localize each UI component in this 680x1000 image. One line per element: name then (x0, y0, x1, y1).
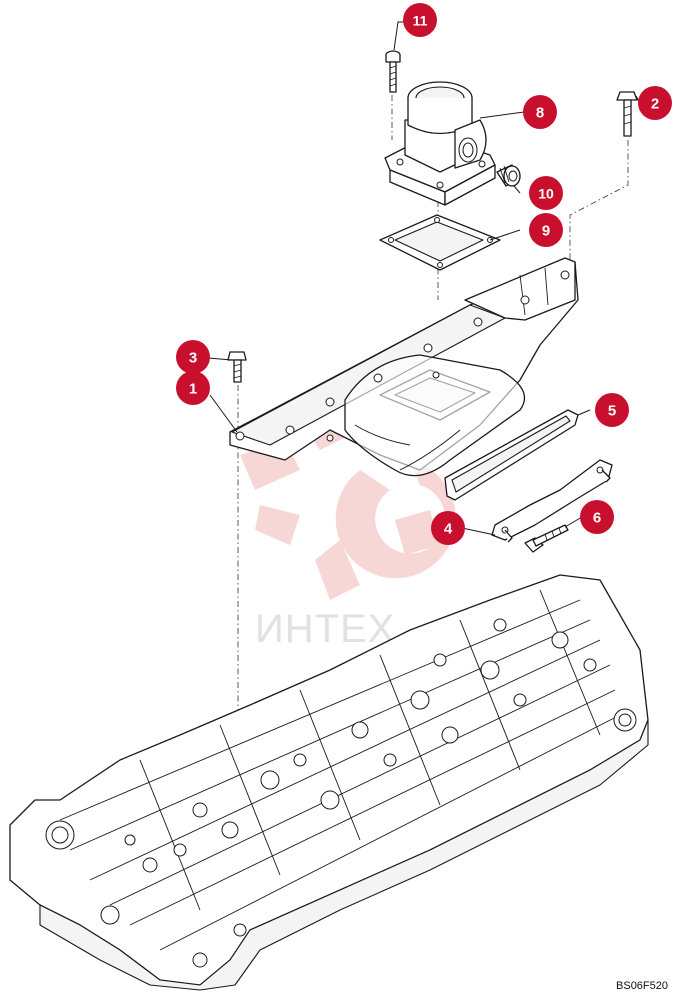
callout-4: 4 (431, 511, 465, 545)
callout-9-label: 9 (542, 223, 550, 240)
callout-11: 11 (403, 3, 437, 37)
cylinder-head (9, 574, 649, 991)
callout-1: 1 (176, 371, 210, 405)
gasket-part-9 (379, 214, 501, 271)
callout-11-label: 11 (413, 13, 428, 29)
gasket-strip-part-5 (444, 409, 579, 501)
callout-9: 9 (529, 213, 563, 247)
drawing-reference-code: BS06F520 (616, 980, 668, 992)
callout-8: 8 (523, 95, 557, 129)
callout-8-label: 8 (536, 105, 544, 122)
intake-housing-part-8 (384, 81, 496, 206)
callout-6-label: 6 (593, 510, 601, 527)
callout-2: 2 (638, 86, 672, 120)
callout-10: 10 (529, 176, 563, 210)
plug-part-10 (496, 164, 521, 187)
callout-10-label: 10 (538, 186, 554, 202)
bolt-part-11 (385, 50, 401, 93)
callout-4-label: 4 (444, 521, 453, 538)
bolt-part-2 (616, 91, 638, 137)
leader-lines (207, 21, 641, 536)
callout-6: 6 (580, 500, 614, 534)
bolt-part-6 (524, 524, 569, 553)
callouts: 11 8 2 10 9 3 1 5 (176, 3, 672, 545)
bracket-part-4 (491, 459, 613, 543)
callout-3: 3 (176, 340, 210, 374)
callout-1-label: 1 (189, 381, 197, 398)
callout-2-label: 2 (651, 96, 659, 113)
callout-5: 5 (595, 393, 629, 427)
watermark-text: ИНТЕХ (255, 607, 395, 651)
bolt-part-3 (227, 351, 247, 383)
intake-manifold-part-1 (229, 257, 579, 477)
callout-3-label: 3 (189, 350, 197, 367)
callout-5-label: 5 (608, 403, 616, 420)
